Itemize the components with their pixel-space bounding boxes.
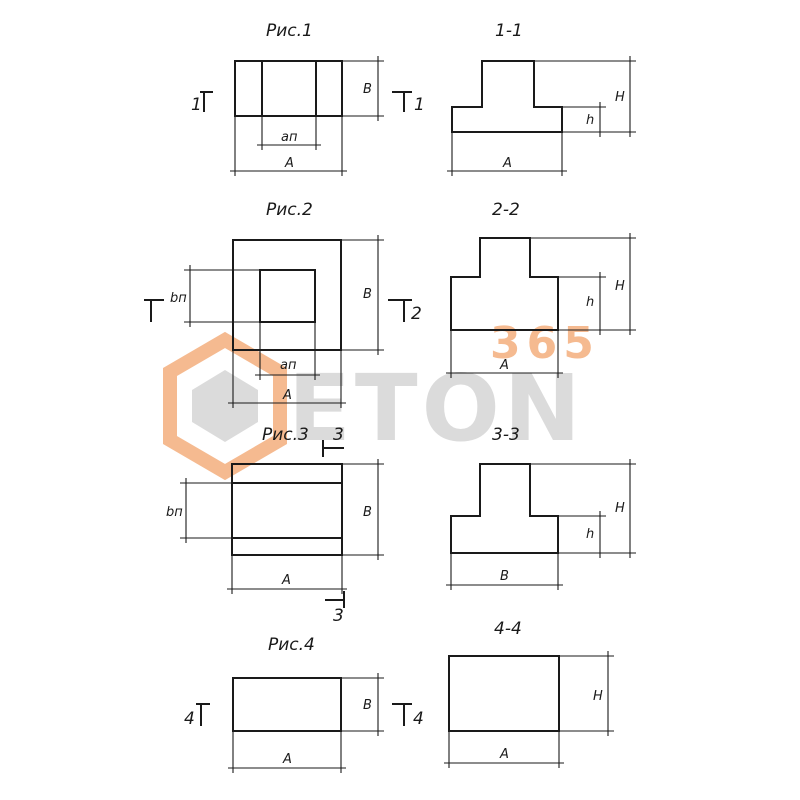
fig2-section-dim-A: A [499, 358, 509, 373]
fig2-dim-A: A [282, 388, 292, 403]
fig3-plan: B bп A [166, 459, 384, 594]
figure-3: Рис.3 3 B bп A [166, 425, 636, 626]
fig1-cut-label-right: 1 [414, 95, 425, 115]
fig4-cut-label-right: 4 [413, 709, 424, 729]
watermark-logo-icon [163, 331, 287, 481]
fig2-cut-label-right: 2 [411, 304, 422, 324]
fig2-cut-right: 2 [388, 299, 422, 324]
fig3-dim-h: h [586, 527, 594, 542]
fig4-dim-H: H [593, 689, 603, 704]
fig3-dim-bn: bп [166, 505, 183, 520]
fig2-dim-an: aп [280, 358, 297, 373]
fig2-dim-h: h [586, 295, 594, 310]
fig3-title: Рис.3 [262, 425, 309, 445]
fig4-section-dim-A: A [499, 747, 509, 762]
fig2-cut-left [144, 299, 164, 322]
figure-1: Рис.1 B aп A 1 [191, 21, 636, 176]
fig4-dim-B: B [363, 698, 372, 713]
fig4-dim-A: A [282, 752, 292, 767]
fig2-dim-bn: bп [170, 291, 187, 306]
figure-4: Рис.4 B A 4 4 4-4 H [184, 619, 614, 773]
fig3-section-title: 3-3 [492, 425, 520, 445]
fig4-title: Рис.4 [268, 635, 315, 655]
fig2-dim-B: B [363, 287, 372, 302]
fig1-title: Рис.1 [266, 21, 313, 41]
watermark: 365 ETON [163, 318, 600, 481]
fig1-cut-left: 1 [191, 91, 213, 115]
fig4-cut-right: 4 [392, 703, 424, 729]
fig1-section-title: 1-1 [495, 21, 523, 41]
fig2-plan: B bп aп A [170, 235, 384, 408]
fig1-dim-A: A [284, 156, 294, 171]
fig4-cut-label-left: 4 [184, 709, 195, 729]
fig3-cut-bottom: 3 [325, 591, 345, 626]
fig2-title: Рис.2 [266, 200, 313, 220]
fig3-section-dim-B: B [500, 569, 509, 584]
fig1-section: H h A [447, 56, 636, 176]
fig1-dim-an: aп [281, 130, 298, 145]
fig4-plan: B A [228, 673, 384, 773]
fig1-plan: B aп A [230, 56, 384, 176]
fig3-dim-A: A [281, 573, 291, 588]
fig1-section-dim-A: A [502, 156, 512, 171]
fig2-dim-H: H [615, 279, 625, 294]
fig3-dim-H: H [615, 501, 625, 516]
fig4-cut-left: 4 [184, 703, 210, 729]
fig1-cut-label-left: 1 [191, 95, 202, 115]
figure-2: Рис.2 B bп aп A [144, 200, 636, 408]
fig1-dim-H: H [615, 90, 625, 105]
fig3-dim-B: B [363, 505, 372, 520]
fig3-cut-label-top: 3 [333, 425, 344, 445]
fig3-cut-label-bottom: 3 [333, 606, 344, 626]
fig3-cut-top: 3 [322, 425, 344, 457]
fig3-section: H h B [446, 459, 636, 590]
fig1-dim-h: h [586, 113, 594, 128]
fig1-cut-right: 1 [392, 91, 425, 115]
watermark-number: 365 [490, 318, 600, 369]
watermark-brand: ETON [288, 355, 585, 462]
fig2-section: H h A [446, 233, 636, 378]
fig4-section: H A [444, 651, 614, 768]
fig1-dim-B: B [363, 82, 372, 97]
fig4-section-title: 4-4 [494, 619, 522, 639]
fig2-section-title: 2-2 [492, 200, 520, 220]
